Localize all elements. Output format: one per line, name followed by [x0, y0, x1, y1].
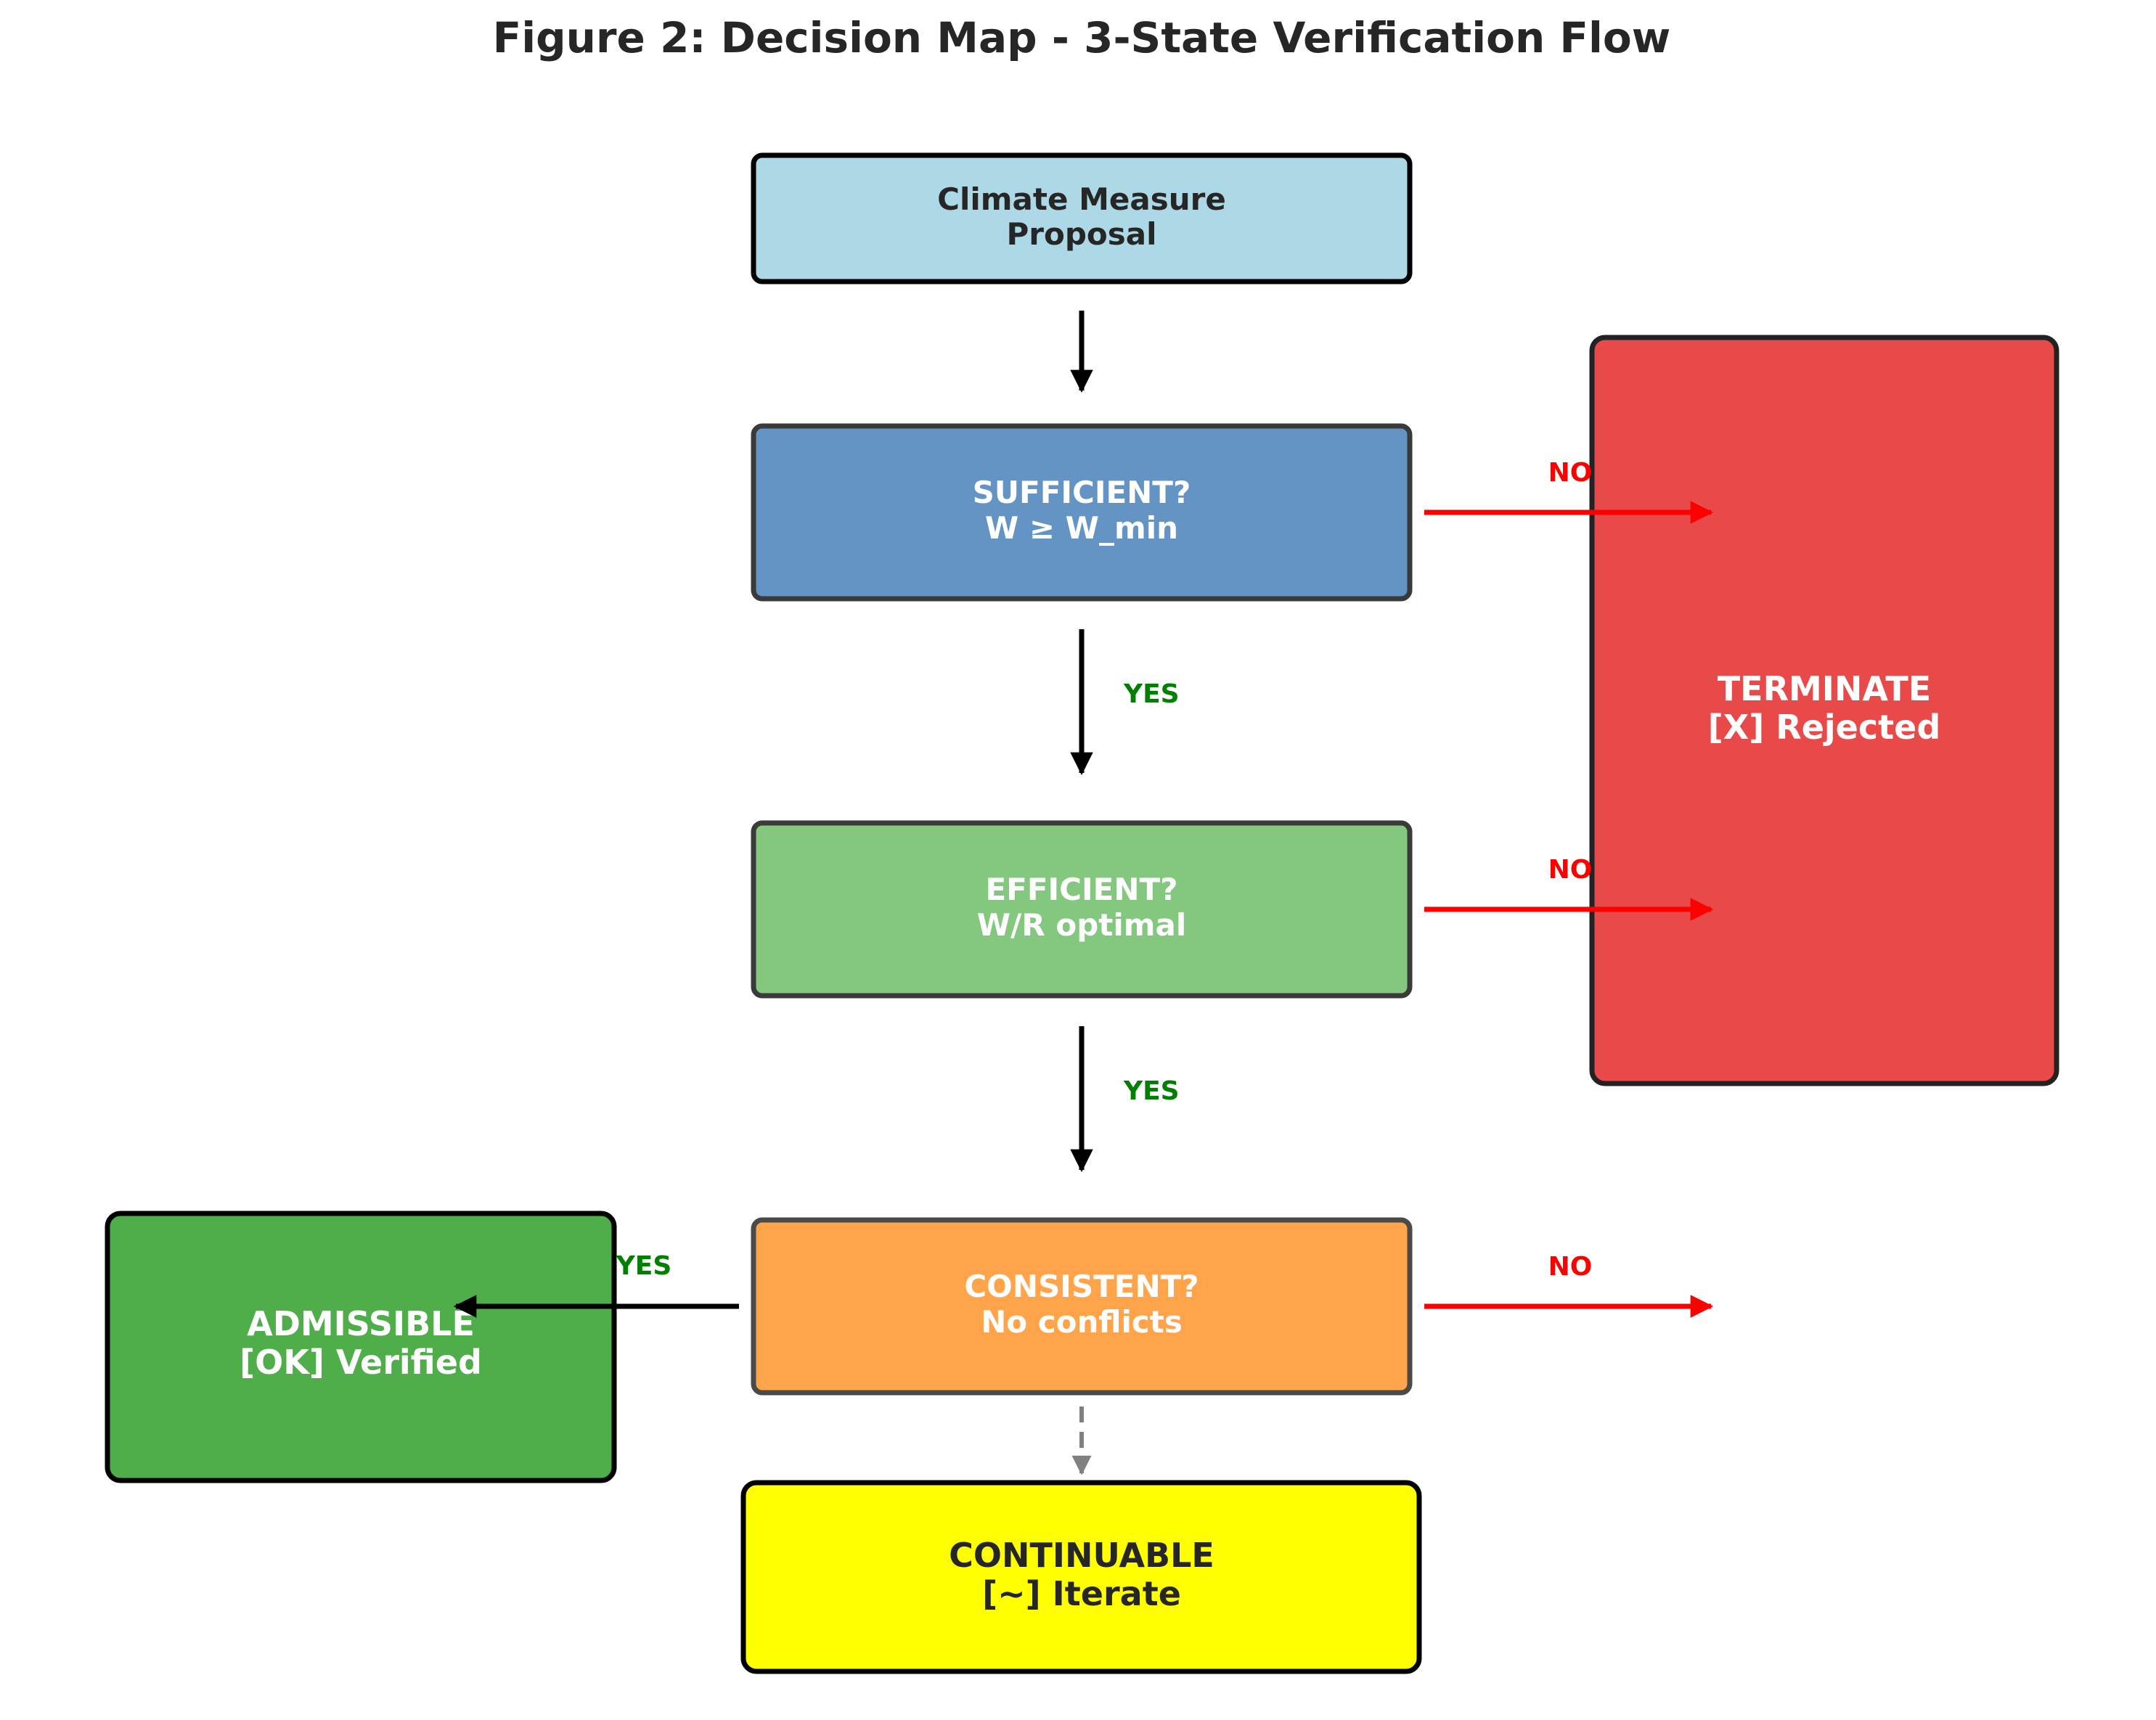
label-consistent-no: NO [1548, 1252, 1593, 1282]
label-efficient-no: NO [1548, 855, 1593, 885]
continuable-label: CONTINUABLE [949, 1536, 1214, 1575]
efficient-box [751, 820, 1413, 999]
label-efficient-yes: YES [1123, 1076, 1180, 1106]
consistent-node: CONSISTENT? No conflicts [751, 1217, 1413, 1396]
continuable-sublabel: [~] Iterate [982, 1574, 1181, 1613]
efficient-node: EFFICIENT? W/R optimal [751, 820, 1413, 999]
proposal-sublabel: Proposal [1006, 216, 1156, 252]
consistent-label: CONSISTENT? [964, 1269, 1199, 1304]
sufficient-sublabel: W ≥ W_min [985, 510, 1178, 546]
admissible-label: ADMISSIBLE [247, 1304, 475, 1343]
admissible-node: ADMISSIBLE [OK] Verified [105, 1211, 617, 1483]
sufficient-label: SUFFICIENT? [973, 475, 1191, 510]
sufficient-node: SUFFICIENT? W ≥ W_min [751, 423, 1413, 602]
continuable-node: CONTINUABLE [~] Iterate [740, 1480, 1422, 1674]
admissible-box [105, 1211, 617, 1483]
terminate-label: TERMINATE [1718, 669, 1931, 708]
figure-title: Figure 2: Decision Map - 3-State Verific… [493, 13, 1671, 62]
terminate-box [1589, 335, 2059, 1086]
sufficient-box [751, 423, 1413, 602]
consistent-box [751, 1217, 1413, 1396]
label-sufficient-no: NO [1548, 458, 1593, 488]
terminate-node: TERMINATE [X] Rejected [1589, 335, 2059, 1086]
label-consistent-yes: YES [616, 1251, 672, 1281]
admissible-sublabel: [OK] Verified [240, 1343, 482, 1382]
efficient-label: EFFICIENT? [985, 872, 1177, 907]
terminate-sublabel: [X] Rejected [1708, 708, 1941, 747]
label-sufficient-yes: YES [1123, 679, 1180, 709]
efficient-sublabel: W/R optimal [977, 907, 1187, 943]
consistent-sublabel: No conflicts [981, 1304, 1183, 1340]
proposal-box [751, 152, 1413, 284]
proposal-node: Climate Measure Proposal [751, 152, 1413, 284]
continuable-box [740, 1480, 1422, 1674]
proposal-label: Climate Measure [937, 181, 1226, 217]
